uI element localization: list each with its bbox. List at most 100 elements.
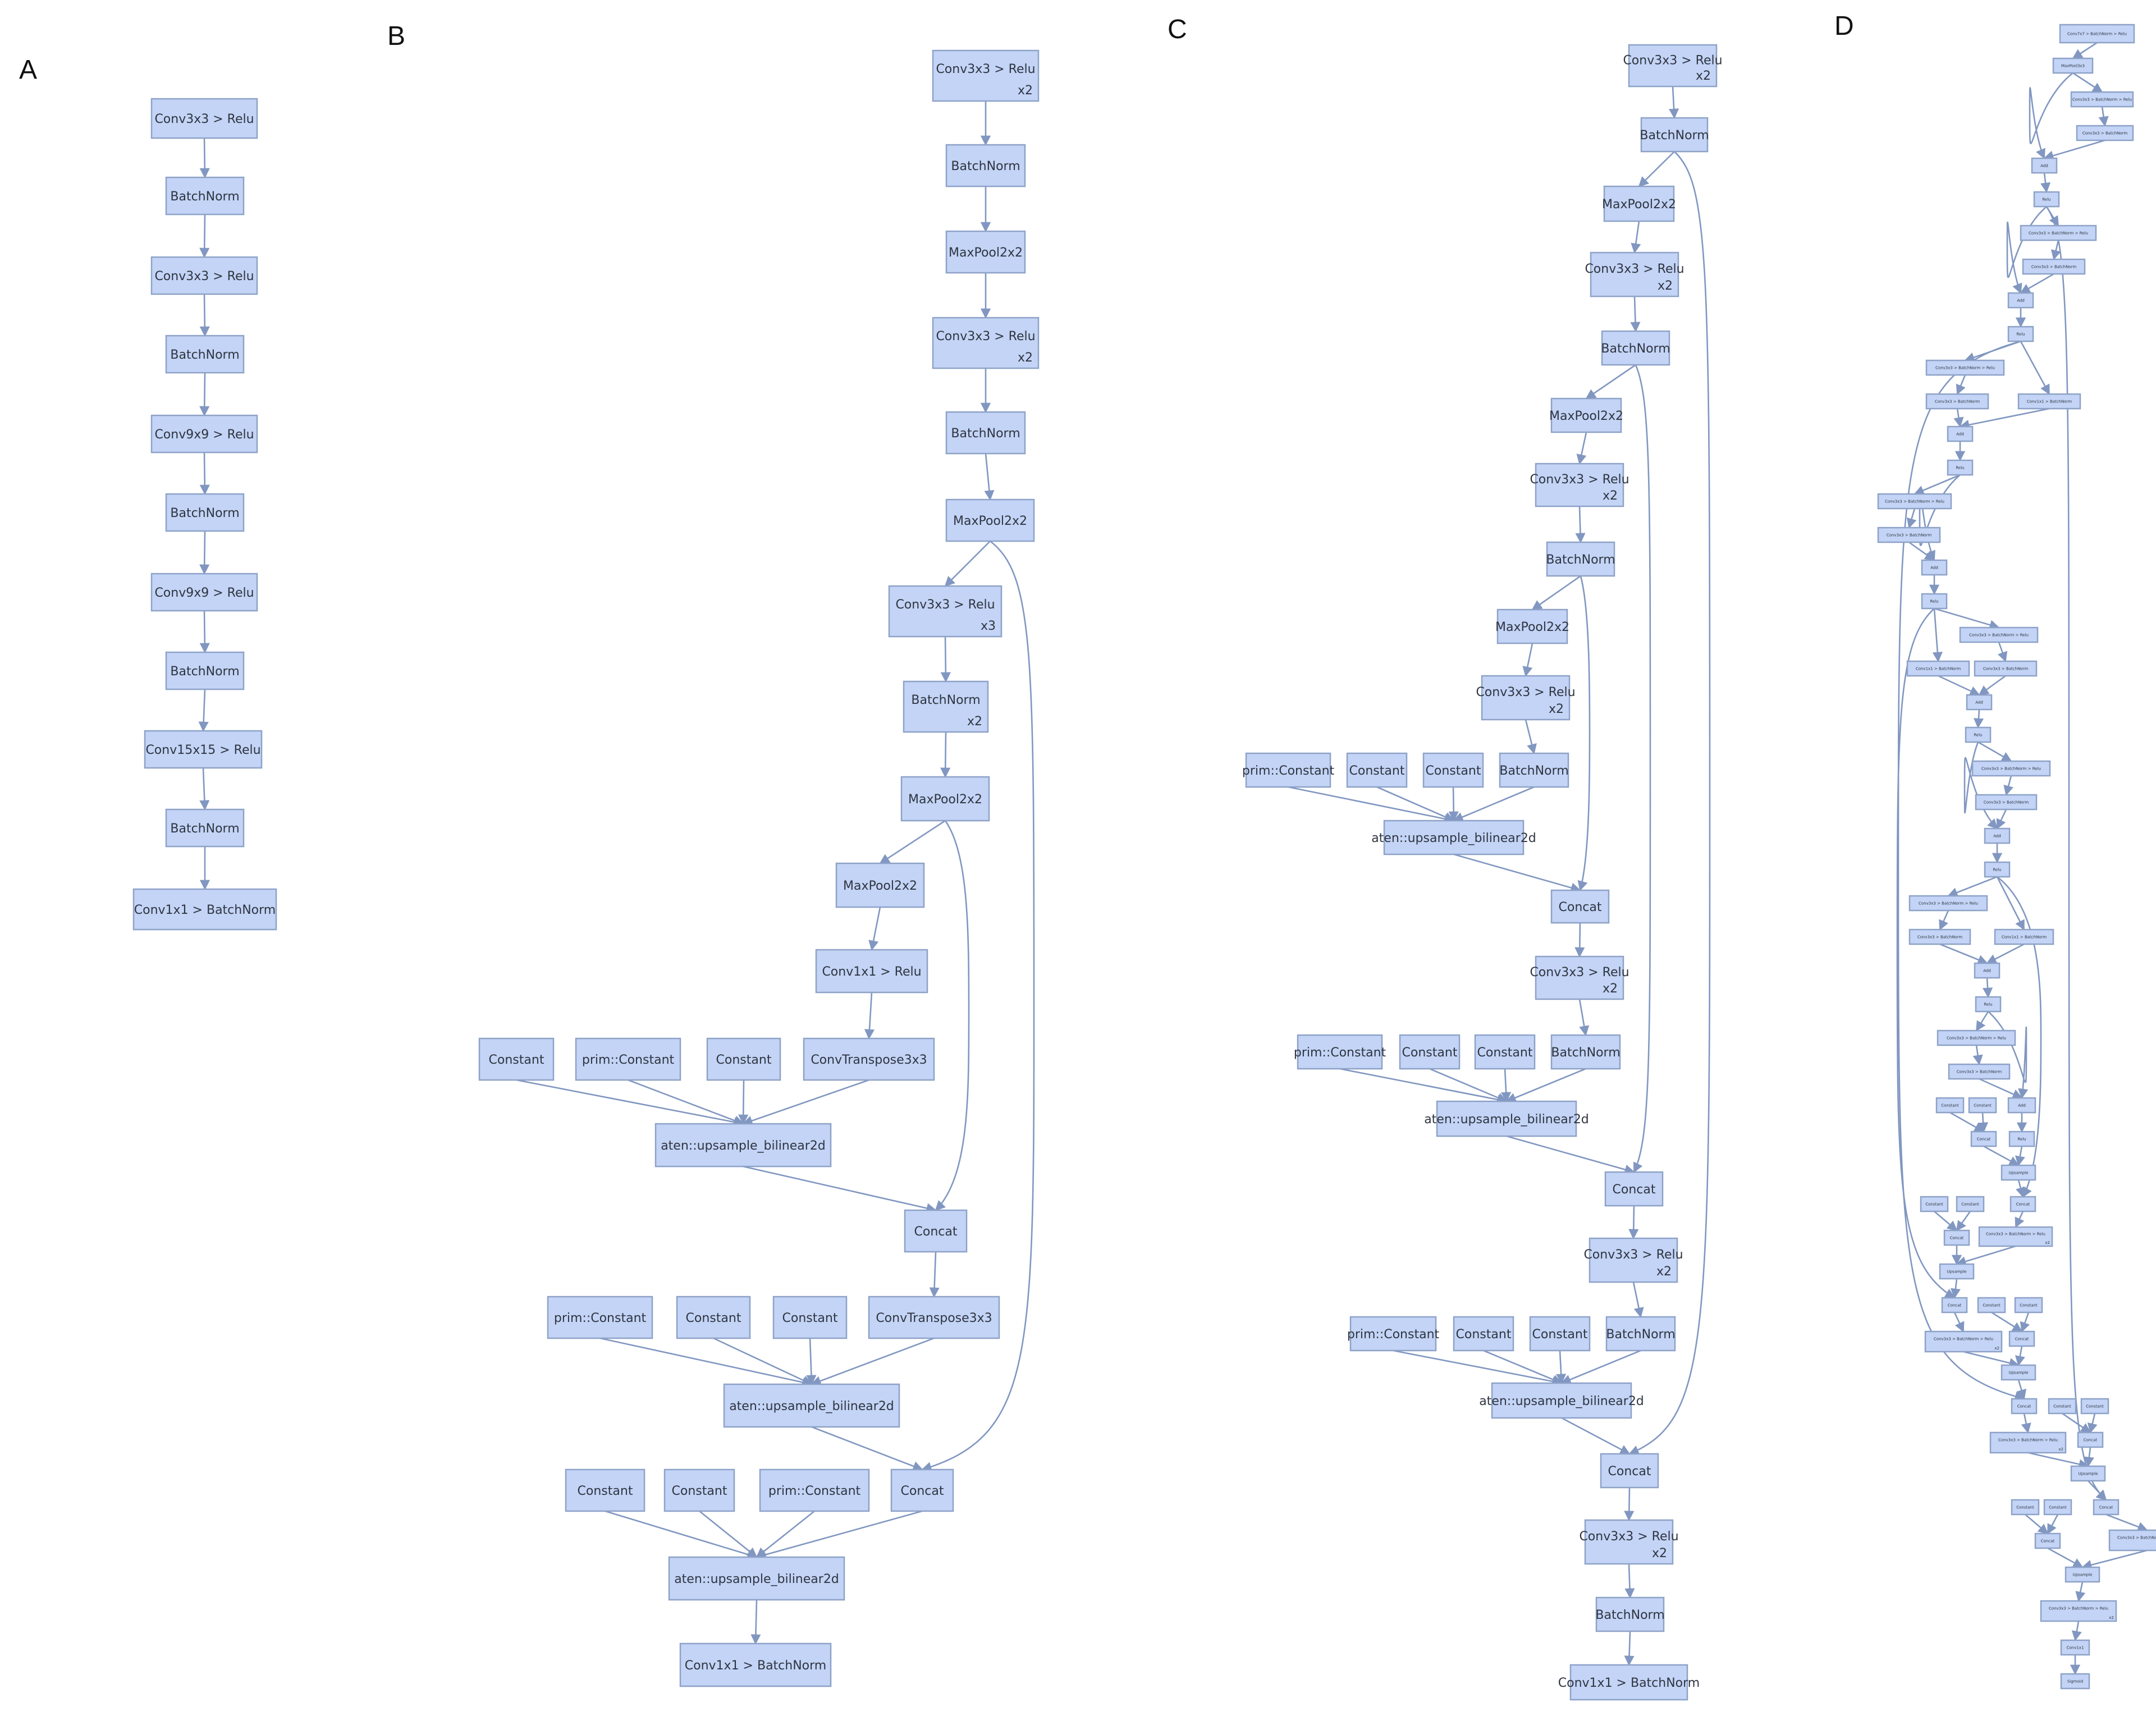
- node-c26: Constant: [1453, 1316, 1514, 1352]
- node-label: Conv3x3 > Relu: [154, 269, 254, 283]
- node-label: Conv3x3 > Relu: [1583, 1248, 1683, 1262]
- edge-a8-a9: [198, 689, 209, 732]
- edge-c11-c15: [1288, 786, 1455, 824]
- node-d33: Relu: [1975, 996, 2002, 1013]
- edge-d33-d38: [1988, 1011, 2029, 1099]
- node-box: [2007, 1097, 2036, 1114]
- node-box: [2060, 1673, 2090, 1690]
- node-box: [723, 1383, 900, 1428]
- node-box: [2070, 91, 2134, 108]
- node-label: Concat: [2041, 1539, 2055, 1544]
- node-label: prim::Constant: [1242, 764, 1335, 778]
- node-box: [2043, 1499, 2072, 1516]
- node-box: [759, 1468, 870, 1512]
- edge-a6-a7: [199, 530, 210, 575]
- node-box: [1499, 752, 1569, 788]
- node-d41: Upsample: [2001, 1164, 2036, 1181]
- node-b10: MaxPool2x2: [835, 862, 925, 908]
- node-b6: MaxPool2x2: [945, 498, 1035, 542]
- node-box: [1975, 794, 2038, 811]
- node-label: Constant: [2016, 1505, 2034, 1510]
- node-label: Conv3x3 > BatchNorm > Relu: [1981, 767, 2041, 771]
- node-box: [1994, 928, 2054, 945]
- edge-c14-c15: [1453, 786, 1535, 822]
- edge-c9-c10: [1522, 643, 1534, 677]
- edge-b12-b16: [516, 1079, 744, 1127]
- edge-c28-c29: [1560, 1349, 1641, 1385]
- edge-c2-c3: [1638, 151, 1675, 187]
- node-d18: Add: [1921, 559, 1948, 576]
- node-label: Add: [2040, 164, 2048, 168]
- edge-d42-d44: [1934, 1211, 1958, 1232]
- edge-d55-d58: [2062, 1412, 2091, 1434]
- node-label: Conv3x3 > BatchNorm > Relu: [1935, 366, 1995, 370]
- edge-d13-d14: [1959, 408, 2050, 430]
- edge-b9-b17: [935, 820, 970, 1211]
- node-label: Conv1x1 > BatchNorm: [2002, 935, 2047, 940]
- node-a6: BatchNorm: [165, 493, 245, 532]
- node-d35: Conv3x3 > BatchNorm: [1948, 1063, 2011, 1080]
- node-d8: Conv3x3 > BatchNorm: [2022, 258, 2086, 275]
- node-c5: BatchNorm: [1601, 330, 1670, 366]
- node-box: [150, 256, 258, 295]
- node-box: [565, 1468, 646, 1512]
- node-box: [1605, 1316, 1676, 1352]
- node-box: [2020, 225, 2097, 241]
- node-d17: Conv3x3 > BatchNorm: [1877, 527, 1941, 543]
- node-d34: Conv3x3 > BatchNorm > Relu: [1937, 1029, 2016, 1046]
- edges-layer: [198, 42, 2148, 1675]
- node-box: [1921, 559, 1948, 576]
- edge-c8-c9: [1531, 575, 1581, 611]
- node-box: [2033, 191, 2060, 208]
- node-box: [1383, 820, 1525, 855]
- node-d30: Conv3x3 > BatchNorm: [1908, 928, 1971, 945]
- edge-d33-d34: [1975, 1011, 1989, 1032]
- node-label: Conv3x3 > BatchNorm: [1957, 1070, 2002, 1074]
- edge-a9-a10: [199, 767, 210, 811]
- edge-b27-b28: [750, 1599, 761, 1645]
- node-label: prim::Constant: [1294, 1046, 1386, 1060]
- node-label: Conv3x3 > BatchNorm > Relu: [1986, 1232, 2045, 1237]
- node-label: BatchNorm: [1546, 553, 1615, 567]
- edge-d65-d66: [2075, 1581, 2086, 1602]
- edge-b10-b11: [868, 907, 881, 951]
- node-label: BatchNorm: [1499, 764, 1568, 778]
- node-label: prim::Constant: [582, 1053, 675, 1067]
- node-b3: MaxPool2x2: [945, 230, 1026, 274]
- node-label: Relu: [2017, 1137, 2026, 1142]
- node-label: Relu: [1930, 600, 1938, 604]
- edge-c17-c21: [1578, 999, 1590, 1036]
- node-box: [1584, 1519, 1674, 1565]
- node-d22: Conv3x3 > BatchNorm: [1974, 660, 2038, 677]
- node-label: Concat: [1950, 1236, 1964, 1241]
- edge-d64-d65: [2081, 1549, 2148, 1570]
- edge-d2-d5: [2029, 72, 2073, 159]
- node-d47: Upsample: [1939, 1263, 1975, 1280]
- edge-d15-d18: [1919, 474, 1961, 561]
- edge-c19-c22: [1429, 1068, 1508, 1102]
- node-box: [1974, 660, 2038, 677]
- node-box: [2040, 1600, 2117, 1622]
- node-label: Add: [1975, 701, 1983, 705]
- node-a4: BatchNorm: [165, 335, 245, 374]
- edge-c4-c5: [1630, 296, 1641, 332]
- edge-d4-d5: [2043, 139, 2105, 161]
- node-label: ConvTranspose3x3: [876, 1311, 992, 1325]
- node-box: [1546, 541, 1615, 577]
- node-c20: Constant: [1474, 1034, 1536, 1070]
- node-box: [2009, 1196, 2036, 1212]
- edge-d43-d44: [1956, 1211, 1971, 1232]
- node-box: [2017, 393, 2081, 410]
- node-d27: Add: [1984, 827, 2011, 844]
- node-box: [1604, 1171, 1664, 1207]
- node-b9: MaxPool2x2: [900, 776, 990, 822]
- node-label: MaxPool2x2: [1549, 409, 1623, 423]
- node-d24: Relu: [1965, 726, 1992, 743]
